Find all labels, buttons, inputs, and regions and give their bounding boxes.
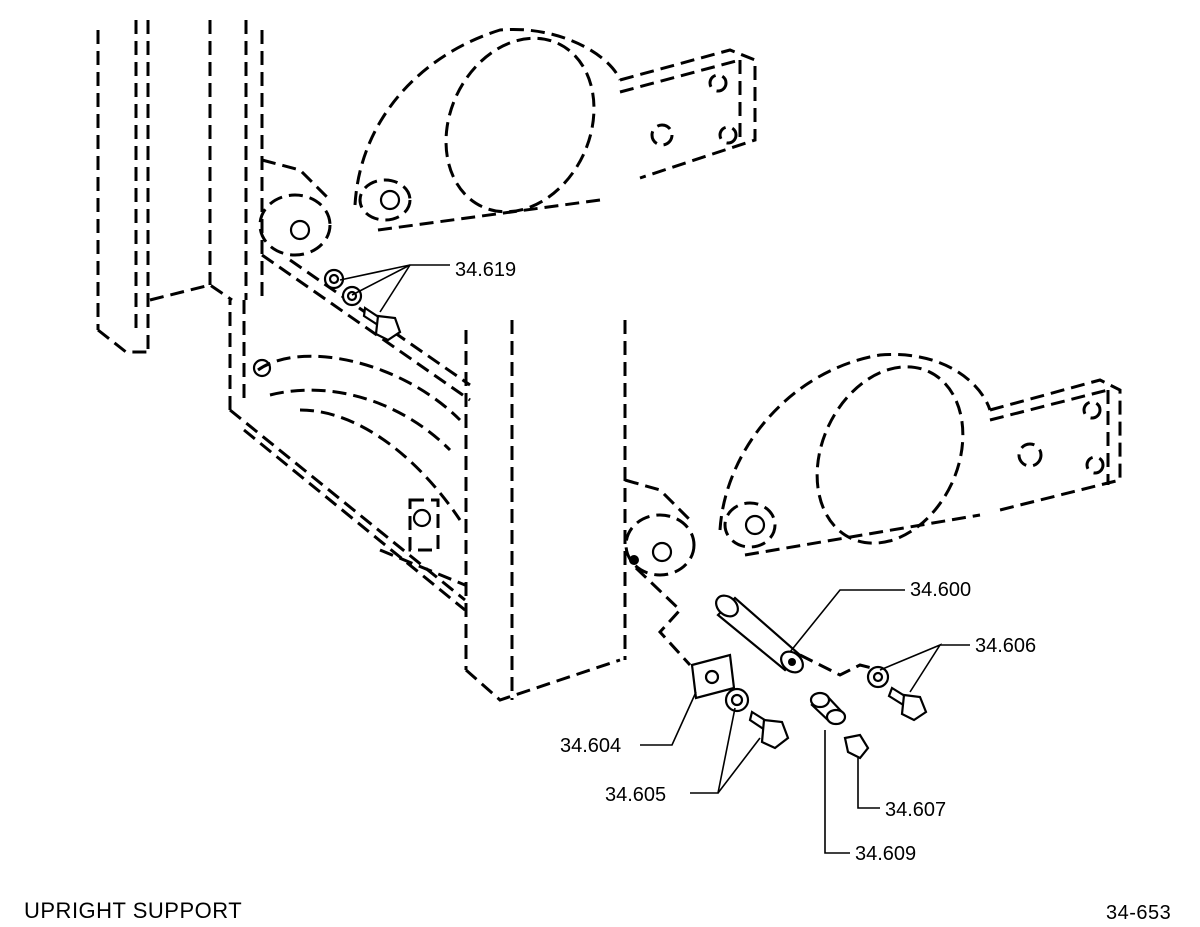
callout-34-606: 34.606 <box>975 635 1036 657</box>
callout-34-605: 34.605 <box>605 784 666 806</box>
lower-support-structure <box>228 253 627 702</box>
washer <box>724 687 750 713</box>
hinge-pin <box>715 594 804 674</box>
upper-upright-column <box>96 20 264 354</box>
shim-plate <box>690 653 736 700</box>
upper-hinge-bracket <box>258 27 757 257</box>
leader-lines <box>339 264 970 854</box>
lower-hinge-bracket <box>624 352 1122 577</box>
callout-34-609: 34.609 <box>855 843 916 865</box>
diagram-title: UPRIGHT SUPPORT <box>24 898 243 923</box>
callout-34-619: 34.619 <box>455 259 516 281</box>
washer <box>866 665 890 689</box>
callout-34-604: 34.604 <box>560 735 621 757</box>
nut <box>843 733 870 760</box>
callout-34-600: 34.600 <box>910 579 971 601</box>
exploded-lower-parts <box>634 566 928 760</box>
drawing-number: 34-653 <box>1106 902 1172 924</box>
callout-34-607: 34.607 <box>885 799 946 821</box>
upper-fasteners <box>323 268 402 342</box>
